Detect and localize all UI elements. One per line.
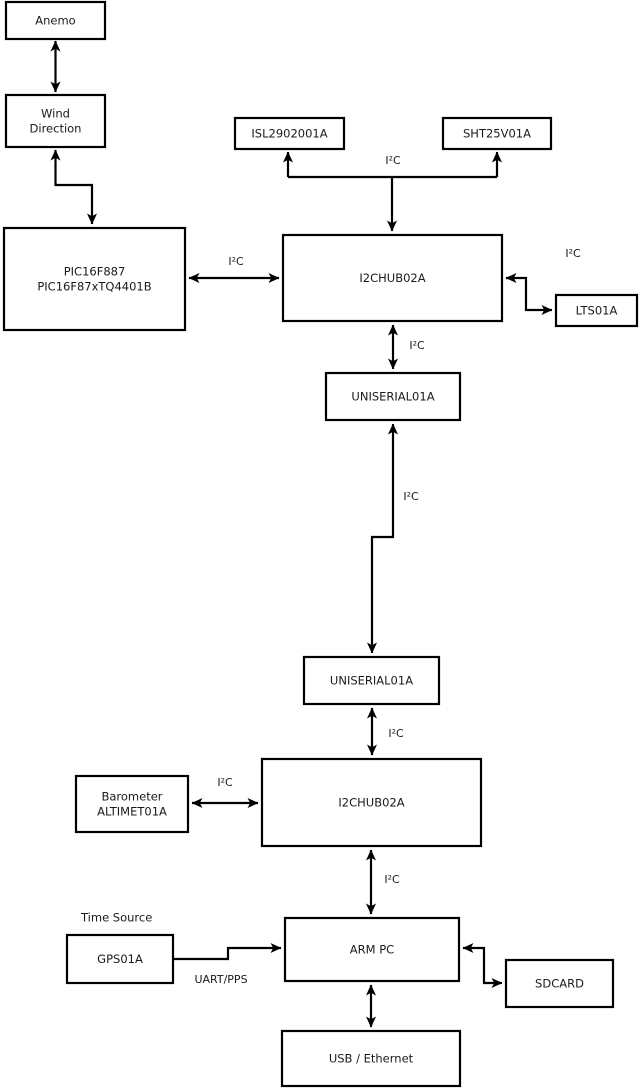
- lbl-i2c-barometer: I²C: [217, 776, 233, 789]
- node-label-usbeth: USB / Ethernet: [329, 1051, 414, 1065]
- node-label-gps: GPS01A: [97, 952, 143, 966]
- node-box-barometer: [74, 774, 190, 834]
- lbl-i2c-uniserial-link: I²C: [403, 490, 419, 503]
- labels-layer: I²C I²C I²C I²C I²C I²C I²C I²C UART/PPS Time Sou…: [80, 154, 581, 986]
- node-label-armpc: ARM PC: [350, 942, 394, 956]
- node-isl[interactable]: ISL2902001A: [233, 116, 346, 151]
- lbl-i2c-hub-arm: I²C: [384, 873, 400, 886]
- node-box-uniserial_top: [324, 371, 462, 422]
- node-label-anemo: Anemo: [35, 13, 75, 27]
- edge-wind-pic: [50, 149, 98, 225]
- node-box-lts: [554, 293, 639, 328]
- node-label-isl: ISL2902001A: [251, 126, 327, 140]
- node-box-gps: [65, 933, 175, 985]
- node-box-hub_top: [281, 233, 504, 323]
- node-uniserial_bot[interactable]: UNISERIAL01A: [302, 655, 441, 706]
- node-sdcard[interactable]: SDCARD: [504, 958, 615, 1009]
- node-anemo[interactable]: Anemo: [4, 0, 107, 41]
- node-box-wind: [4, 93, 107, 149]
- edge-armpc-sdcard: [462, 942, 503, 989]
- node-box-uniserial_bot: [302, 655, 441, 706]
- node-sht[interactable]: SHT25V01A: [441, 116, 553, 151]
- node-usbeth[interactable]: USB / Ethernet: [280, 1029, 462, 1088]
- lbl-i2c-hub-lts: I²C: [565, 247, 581, 260]
- label-time-source: Time Source: [80, 911, 152, 925]
- node-label-sht: SHT25V01A: [463, 126, 531, 140]
- lbl-i2c-hub-uniserial: I²C: [409, 339, 425, 352]
- lbl-uart-pps: UART/PPS: [194, 973, 247, 986]
- node-uniserial_top[interactable]: UNISERIAL01A: [324, 371, 462, 422]
- node-armpc[interactable]: ARM PC: [283, 916, 461, 983]
- node-gps[interactable]: GPS01A: [65, 933, 175, 985]
- node-box-usbeth: [280, 1029, 462, 1088]
- edge-gps-armpc: [173, 942, 282, 961]
- lbl-i2c-tree: I²C: [385, 154, 401, 167]
- node-label-lts: LTS01A: [576, 303, 618, 317]
- edge-hub-lts: [505, 272, 553, 316]
- node-label-sdcard: SDCARD: [535, 976, 584, 990]
- node-box-hub_bot: [260, 757, 483, 848]
- lbl-i2c-pic-hub: I²C: [228, 255, 244, 268]
- node-box-sdcard: [504, 958, 615, 1009]
- node-label-hub_top: I2CHUB02A: [359, 271, 425, 285]
- node-lts[interactable]: LTS01A: [554, 293, 639, 328]
- node-box-isl: [233, 116, 346, 151]
- edges-layer: [50, 40, 553, 1028]
- node-box-anemo: [4, 0, 107, 41]
- node-label-uniserial_top: UNISERIAL01A: [351, 389, 434, 403]
- node-hub_bot[interactable]: I2CHUB02A: [260, 757, 483, 848]
- node-box-armpc: [283, 916, 461, 983]
- node-label-uniserial_bot: UNISERIAL01A: [330, 673, 413, 687]
- lbl-i2c-uni-hub-bot: I²C: [388, 727, 404, 740]
- node-box-sht: [441, 116, 553, 151]
- node-label-hub_bot: I2CHUB02A: [338, 795, 404, 809]
- node-box-pic: [2, 226, 187, 332]
- edge-uniserial-uniserial: [366, 423, 399, 654]
- node-hub_top[interactable]: I2CHUB02A: [281, 233, 504, 323]
